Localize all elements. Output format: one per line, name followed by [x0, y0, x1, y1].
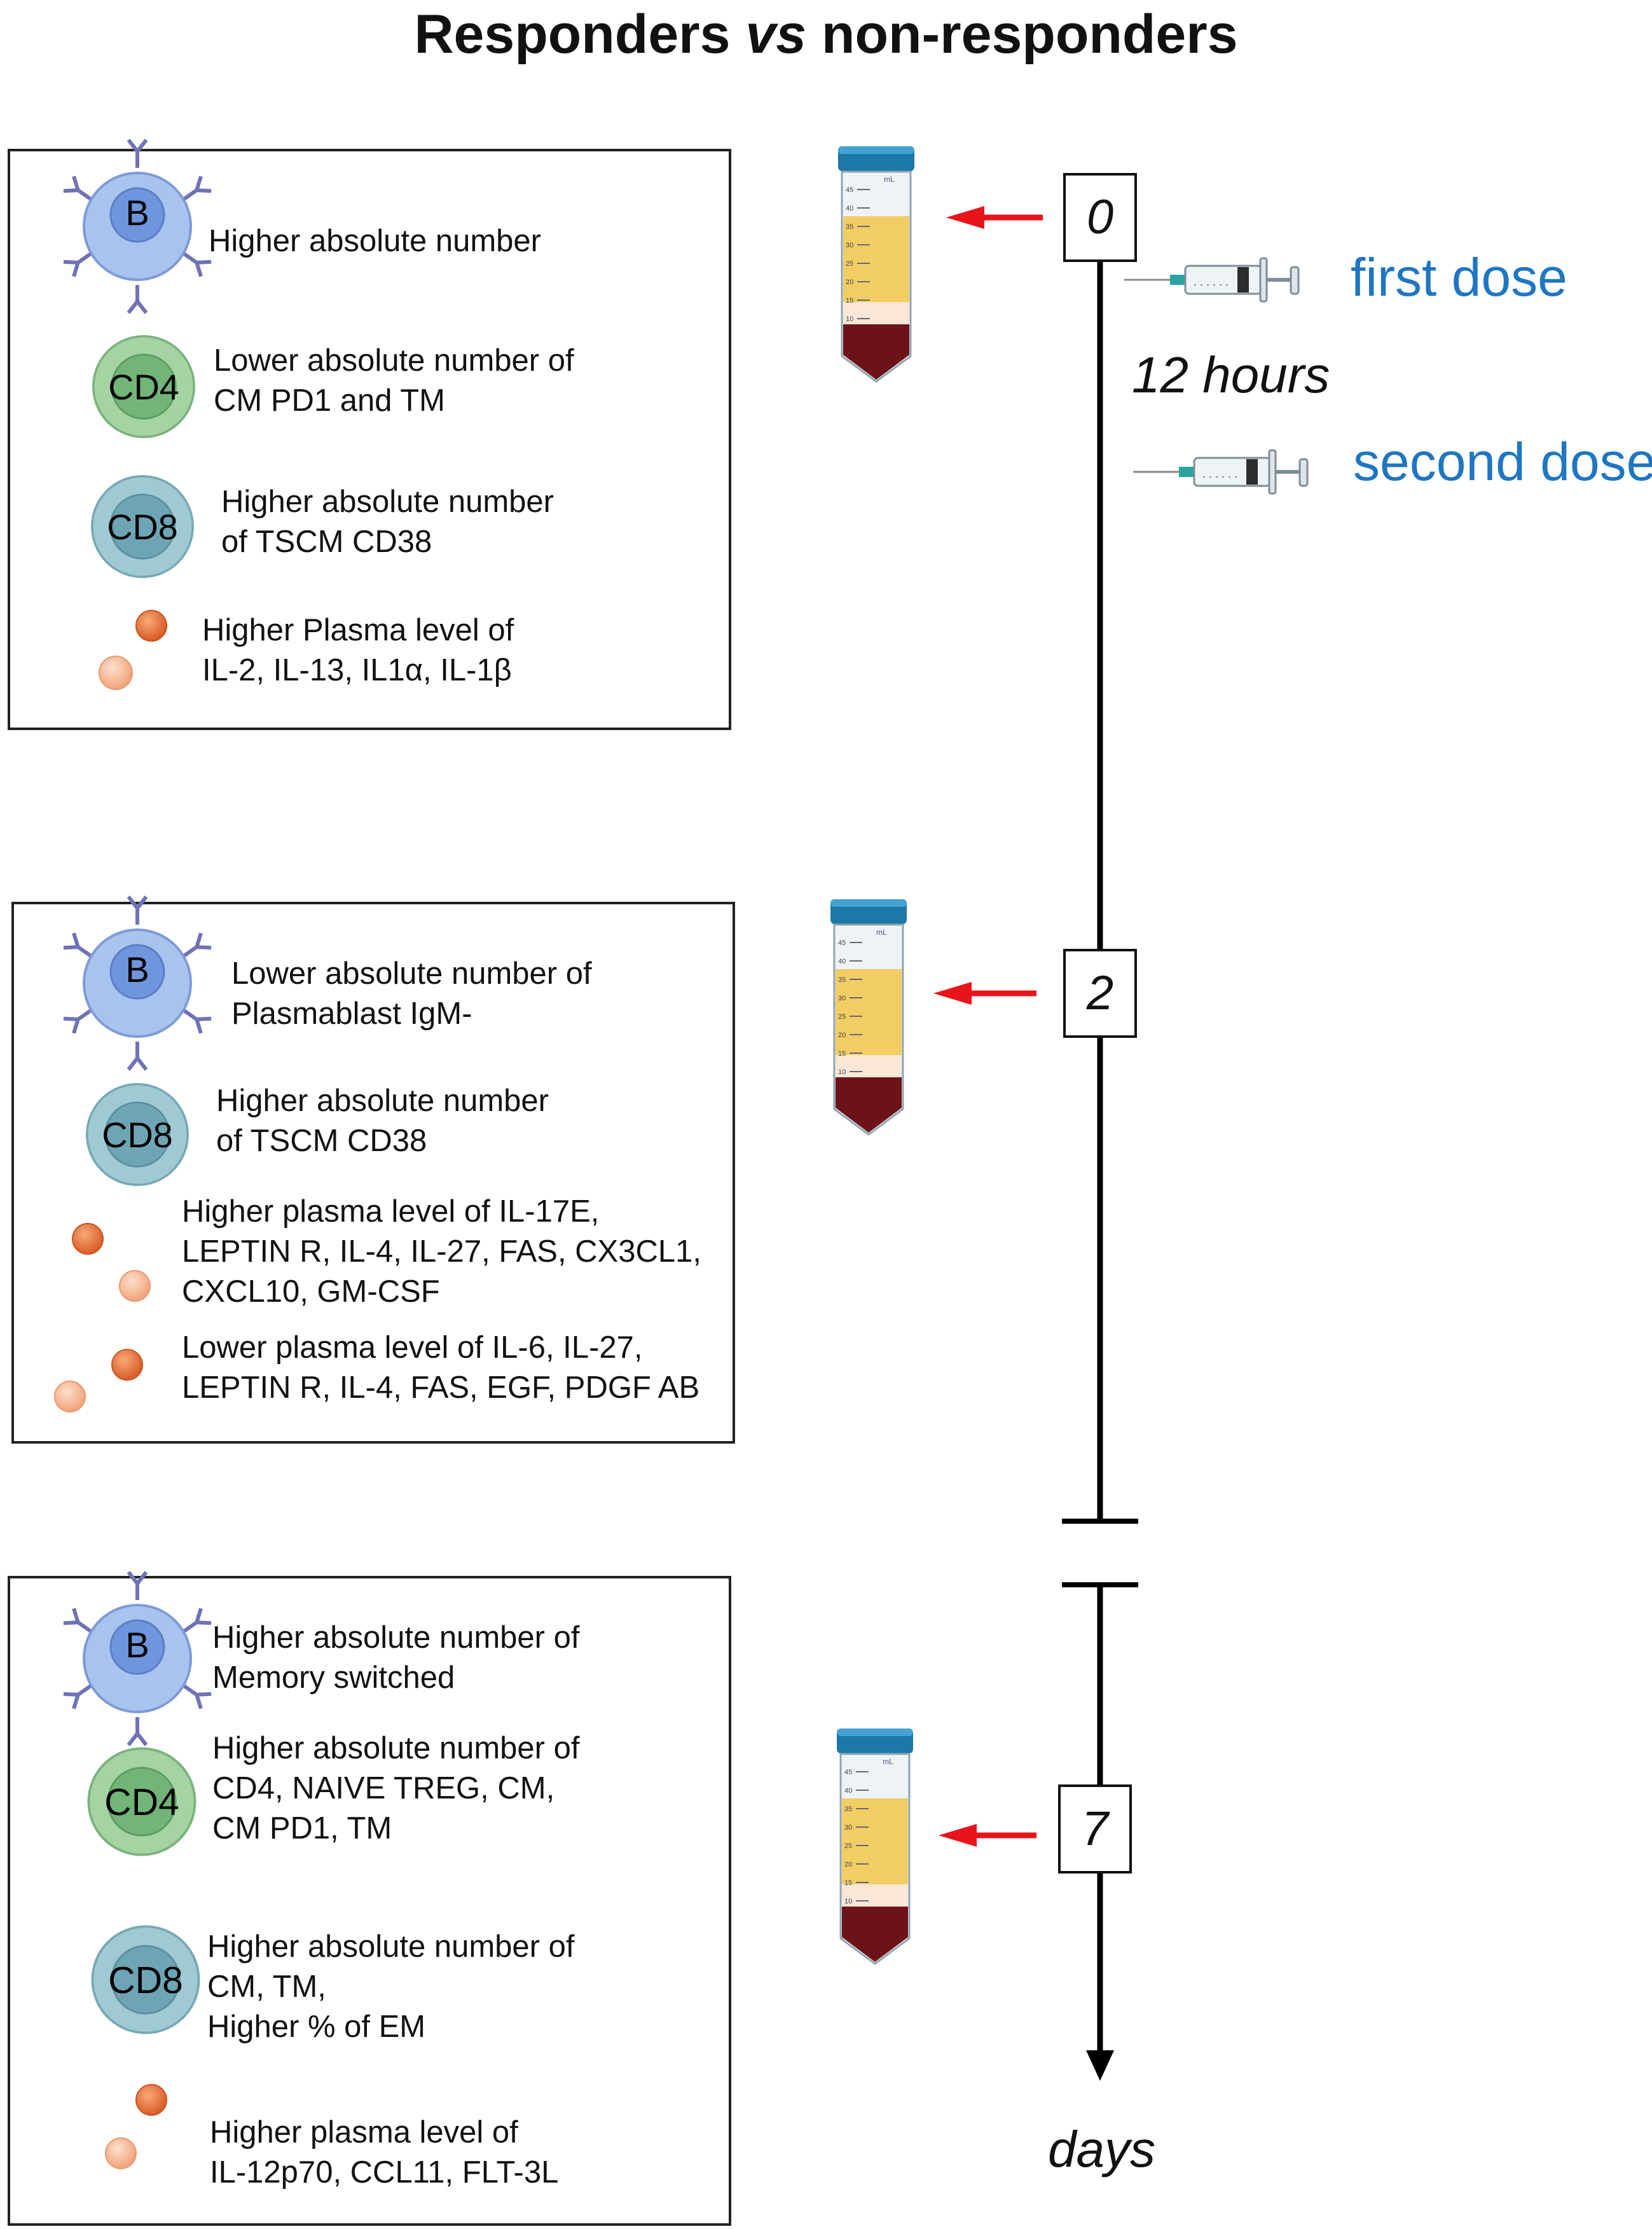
tube-tick-label: 35: [844, 1805, 852, 1813]
tube-scale: 45 40 35 30 25 20 15 10: [846, 186, 870, 323]
tube-tick-label: 20: [844, 1861, 852, 1868]
tube-tick-label: 20: [838, 1032, 846, 1039]
tube-scale: 45 40 35 30 25 20 15 10: [844, 1769, 869, 1905]
tube-tick-label: 15: [846, 297, 853, 305]
panel-day-7: B Higher absolute number of Memory switc…: [8, 1576, 731, 2226]
cytokine-icon: [105, 2084, 167, 2169]
panel-2-item-0-text: Higher absolute number of Memory switche…: [212, 1620, 580, 1695]
figure-title: Responders vs non-responders: [0, 3, 1652, 66]
tube-unit: mL: [876, 928, 887, 937]
tube-tick-label: 10: [846, 315, 853, 323]
timeline-arrowhead: [1086, 2050, 1114, 2081]
b-cell-label: B: [125, 1625, 149, 1665]
cd8-cell-icon: CD8: [91, 1925, 200, 2034]
cytokine-icon: [72, 1223, 151, 1302]
syringe-icon: [1124, 257, 1300, 303]
panel-day-0: B Higher absolute number CD4 Lower absol…: [8, 149, 731, 730]
syringe-icon: [1133, 449, 1309, 495]
tube-tick-label: 35: [838, 976, 846, 984]
b-cell-icon: B: [74, 163, 201, 290]
day-marker-0: 0: [1063, 173, 1137, 262]
tube-unit: mL: [883, 1757, 893, 1766]
cd8-cell-label: CD8: [102, 1115, 173, 1155]
tube-tick-label: 15: [844, 1879, 852, 1887]
day-marker-7: 7: [1058, 1784, 1132, 1874]
panel-0-item-2-text: Higher absolute number of TSCM CD38: [221, 485, 554, 559]
tube-tick-label: 40: [844, 1787, 852, 1795]
tube-tick-label: 30: [838, 995, 846, 1002]
b-cell-label: B: [125, 193, 149, 233]
tube-scale: 45 40 35 30 25 20 15 10: [838, 939, 862, 1076]
b-cell-icon: B: [74, 1595, 201, 1722]
first-dose-label: first dose: [1351, 247, 1567, 307]
cd8-cell-icon: CD8: [91, 474, 195, 579]
cd4-cell-icon: CD4: [92, 335, 196, 439]
panel-1-item-3-text: Lower plasma level of IL-6, IL-27, LEPTI…: [182, 1330, 700, 1405]
panel-0-item-3-text: Higher Plasma level of IL-2, IL-13, IL1α…: [202, 613, 514, 687]
tube-unit: mL: [884, 175, 895, 184]
tube-tick-label: 15: [838, 1050, 846, 1058]
cd4-cell-icon: CD4: [87, 1747, 196, 1856]
b-cell-icon: B: [74, 920, 201, 1047]
title-vs: vs: [745, 4, 807, 65]
panel-0-item-0-text: Higher absolute number: [209, 224, 541, 258]
tube-tick-label: 10: [844, 1898, 852, 1905]
panel-2-item-3-text: Higher plasma level of IL-12p70, CCL11, …: [210, 2115, 559, 2190]
sample-arrow-day-2: [933, 982, 1036, 1005]
panel-2-item-1-text: Higher absolute number of CD4, NAIVE TRE…: [212, 1731, 580, 1846]
tube-tick-label: 45: [846, 186, 853, 194]
tube-tick-label: 35: [846, 223, 853, 231]
cd8-cell-label: CD8: [107, 507, 178, 547]
tube-tick-label: 20: [846, 279, 853, 286]
day-marker-2: 2: [1063, 949, 1137, 1038]
tube-tick-label: 30: [844, 1824, 852, 1832]
sample-arrow-day-0: [946, 206, 1043, 229]
blood-tube-icon: mL 45 40 35 30 25 20 15 10: [836, 1727, 914, 1965]
interval-label: 12 hours: [1132, 347, 1330, 403]
cytokine-icon: [99, 610, 167, 690]
title-part2: non-responders: [806, 4, 1238, 65]
panel-0-item-1-text: Lower absolute number of CM PD1 and TM: [214, 343, 574, 418]
panel-1-item-1-text: Higher absolute number of TSCM CD38: [216, 1084, 549, 1158]
cd8-cell-icon: CD8: [86, 1083, 189, 1186]
tube-tick-label: 40: [846, 205, 853, 212]
panel-1-item-2-text: Higher plasma level of IL-17E, LEPTIN R,…: [182, 1194, 701, 1309]
cytokine-icon: [54, 1349, 143, 1412]
b-cell-label: B: [125, 949, 149, 990]
tube-tick-label: 45: [844, 1769, 852, 1776]
tube-tick-label: 25: [844, 1842, 852, 1850]
tube-tick-label: 30: [846, 242, 853, 249]
tube-tick-label: 10: [838, 1068, 846, 1076]
panel-day-2: B Lower absolute number of Plasmablast I…: [11, 902, 735, 1444]
title-part1: Responders: [414, 4, 746, 65]
tube-tick-label: 40: [838, 958, 846, 965]
tube-tick-label: 45: [838, 939, 846, 947]
cd4-cell-label: CD4: [108, 367, 179, 407]
blood-tube-icon: mL 45 40 35 30 25 20 15 10: [837, 145, 916, 383]
panel-2-item-2-text: Higher absolute number of CM, TM, Higher…: [207, 1929, 575, 2044]
axis-label-days: days: [1048, 2121, 1155, 2177]
tube-tick-label: 25: [846, 260, 853, 268]
panel-1-item-0-text: Lower absolute number of Plasmablast IgM…: [231, 956, 592, 1031]
blood-tube-icon: mL 45 40 35 30 25 20 15 10: [829, 898, 908, 1136]
cd4-cell-label: CD4: [104, 1782, 179, 1823]
tube-tick-label: 25: [838, 1013, 846, 1021]
second-dose-label: second dose: [1353, 432, 1652, 492]
sample-arrow-day-7: [939, 1824, 1036, 1847]
cd8-cell-label: CD8: [108, 1960, 183, 2001]
